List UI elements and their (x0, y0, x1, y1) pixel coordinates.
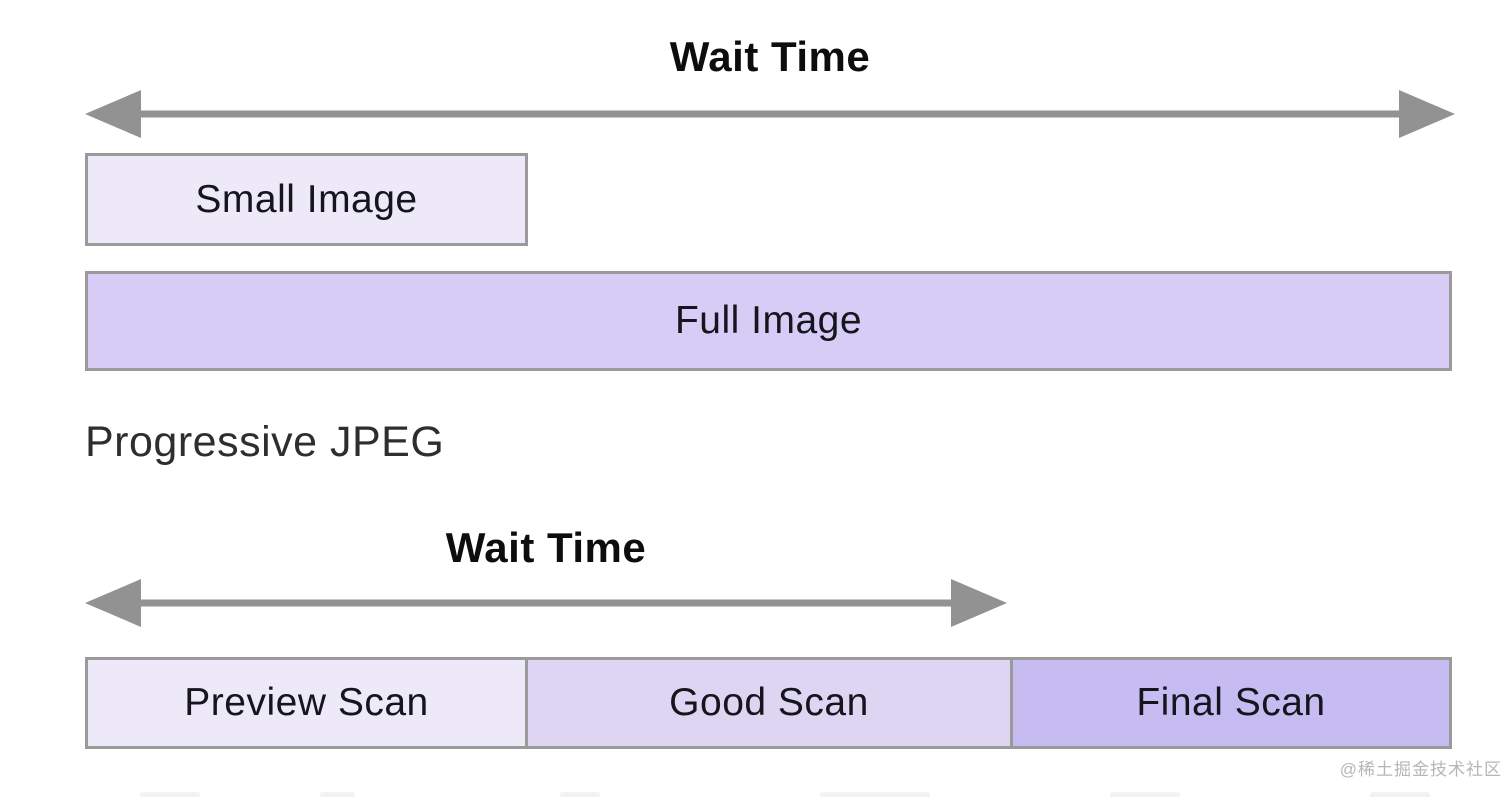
full-image-label: Full Image (674, 299, 863, 342)
baseline-wait-time-arrow (85, 89, 1455, 139)
cropped-bottom-artifact (820, 792, 930, 797)
progressive-wait-time-title: Wait Time (445, 524, 647, 571)
cropped-bottom-artifact (140, 792, 200, 797)
arrow-right-icon (951, 579, 1007, 627)
arrow-shaft (127, 110, 1413, 118)
cropped-bottom-artifact (320, 792, 355, 797)
arrow-shaft (127, 599, 965, 607)
final-scan-bar: Final Scan (1010, 657, 1452, 749)
arrow-right-icon (1399, 90, 1455, 138)
preview-scan-bar: Preview Scan (85, 657, 528, 749)
progressive-jpeg-heading: Progressive JPEG (85, 418, 445, 466)
good-scan-label: Good Scan (669, 681, 869, 724)
watermark: @稀土掘金技术社区 (1339, 760, 1502, 779)
good-scan-bar: Good Scan (525, 657, 1013, 749)
cropped-bottom-artifact (1110, 792, 1180, 797)
final-scan-label: Final Scan (1136, 681, 1326, 724)
baseline-wait-time-title: Wait Time (669, 33, 871, 80)
full-image-bar: Full Image (85, 271, 1452, 371)
cropped-bottom-artifact (1370, 792, 1430, 797)
small-image-label: Small Image (195, 177, 418, 221)
small-image-bar: Small Image (85, 153, 528, 246)
preview-scan-label: Preview Scan (184, 681, 429, 724)
progressive-wait-time-arrow (85, 578, 1007, 628)
cropped-bottom-artifact (560, 792, 600, 797)
